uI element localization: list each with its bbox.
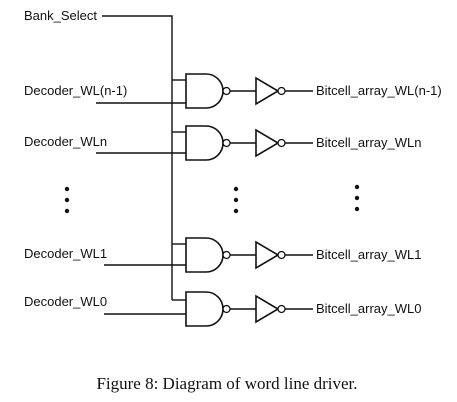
bitcell-output-label: Bitcell_array_WL(n-1)	[316, 83, 442, 98]
ellipsis-dots	[64, 184, 360, 214]
nand-output-bubble	[222, 86, 231, 96]
decoder-input-label: Decoder_WL1	[24, 246, 107, 261]
decoder-input-label: Decoder_WL0	[24, 294, 107, 309]
nand-output-bubble	[222, 250, 231, 260]
driver-row: Decoder_WLn Bitcell_array_WLn	[24, 125, 422, 161]
decoder-input-label: Decoder_WL(n-1)	[24, 83, 127, 98]
inverter-output-bubble	[277, 138, 286, 148]
nand-gate	[185, 73, 224, 109]
inverter	[255, 294, 280, 324]
figure-caption: Figure 8: Diagram of word line driver.	[96, 374, 357, 393]
bitcell-output-label: Bitcell_array_WL1	[316, 247, 422, 262]
driver-row: Decoder_WL(n-1) Bitcell_array_WL(n-1)	[24, 73, 442, 109]
driver-row: Decoder_WL1 Bitcell_array_WL1	[24, 237, 422, 273]
bank-select-label: Bank_Select	[24, 8, 97, 23]
nand-gate	[185, 125, 224, 161]
inverter	[255, 240, 280, 270]
bitcell-output-label: Bitcell_array_WLn	[316, 135, 422, 150]
driver-row: Decoder_WL0 Bitcell_array_WL0	[24, 291, 422, 327]
bitcell-output-label: Bitcell_array_WL0	[316, 301, 422, 316]
nand-gate	[185, 237, 224, 273]
inverter	[255, 76, 280, 106]
nand-gate	[185, 291, 224, 327]
nand-output-bubble	[222, 138, 231, 148]
decoder-input-label: Decoder_WLn	[24, 134, 107, 149]
nand-output-bubble	[222, 304, 231, 314]
inverter-output-bubble	[277, 86, 286, 96]
inverter-output-bubble	[277, 250, 286, 260]
inverter-output-bubble	[277, 304, 286, 314]
inverter	[255, 128, 280, 158]
bank-select-wire	[102, 15, 173, 300]
